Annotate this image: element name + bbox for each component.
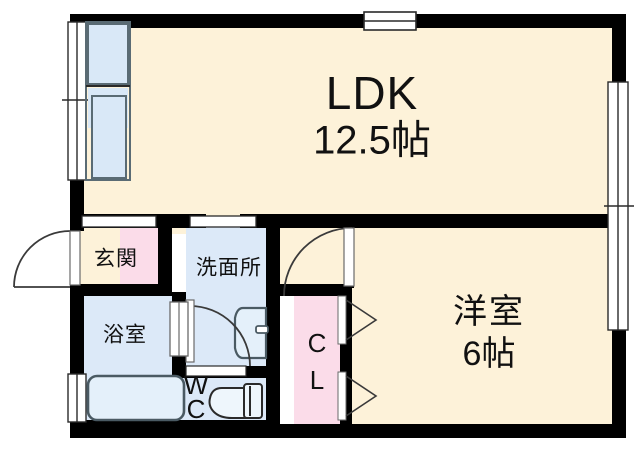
bathroom-window bbox=[67, 373, 87, 423]
yoshitsu-size-label: 6帖 bbox=[463, 335, 516, 373]
bedroom-window bbox=[604, 81, 634, 331]
inner-hall-floor bbox=[278, 222, 350, 292]
bathtub bbox=[86, 374, 186, 422]
wc-label-line1: W bbox=[184, 370, 209, 400]
senmenjo-label: 洗面所 bbox=[196, 257, 262, 280]
genkan-label: 玄関 bbox=[94, 248, 138, 271]
washroom-transom bbox=[189, 215, 257, 228]
wc-window bbox=[185, 365, 247, 377]
interior-wall-closet-top bbox=[280, 284, 352, 296]
toilet bbox=[208, 383, 263, 419]
closet-label-line2: L bbox=[310, 365, 324, 395]
kitchen-counter bbox=[85, 21, 131, 181]
washbasin bbox=[233, 306, 269, 360]
closet-label-line1: C bbox=[308, 328, 327, 358]
closet-floor bbox=[294, 288, 344, 432]
shoe-box-floor bbox=[120, 228, 158, 290]
ldk-name-label: LDK bbox=[326, 67, 418, 119]
exterior-wall-right-upper bbox=[612, 14, 626, 82]
genkan-transom bbox=[81, 215, 157, 228]
exterior-wall-top bbox=[70, 14, 626, 28]
interior-wall-genkan-bath bbox=[78, 284, 172, 296]
ldk-size-label: 12.5帖 bbox=[313, 119, 431, 163]
wc-label-line2: C bbox=[187, 394, 206, 424]
wall-stub-genkan-top bbox=[70, 221, 84, 231]
closet-folding-door-lower bbox=[337, 371, 378, 421]
yoshitsu-floor bbox=[344, 222, 618, 432]
interior-wall-bath-bottom bbox=[78, 420, 266, 428]
interior-wall-ldk-bedroom bbox=[344, 214, 618, 228]
yokushitsu-label: 浴室 bbox=[103, 324, 147, 347]
exterior-wall-right-lower bbox=[612, 330, 626, 438]
entrance-door bbox=[13, 230, 81, 288]
closet-folding-door-upper bbox=[337, 295, 378, 345]
interior-wall-genkan-right bbox=[158, 222, 172, 292]
kitchen-sink bbox=[86, 23, 130, 179]
interior-wall-water-right bbox=[266, 222, 280, 432]
ldk-top-window bbox=[363, 11, 417, 31]
yoshitsu-name-label: 洋室 bbox=[453, 293, 525, 331]
bathroom-door bbox=[169, 301, 189, 357]
ldk-floor bbox=[78, 14, 618, 220]
bedroom-door bbox=[283, 227, 355, 297]
